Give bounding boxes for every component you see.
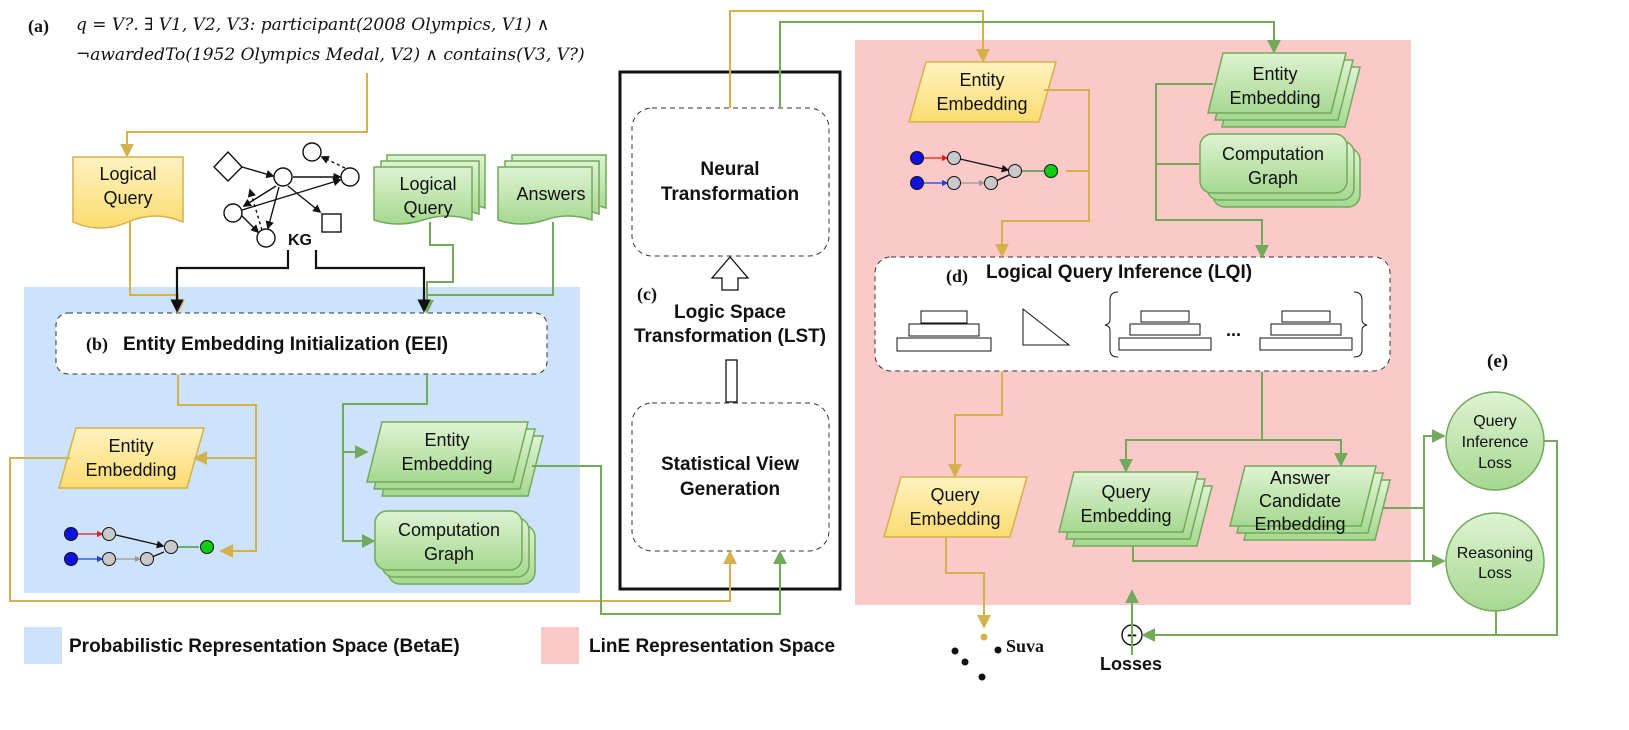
logical-query-yellow: Logical Query — [72, 156, 184, 229]
reasoning-loss: Reasoning Loss — [1445, 512, 1545, 612]
up-arrow-hollow — [710, 256, 750, 291]
legend-blue-swatch — [24, 627, 62, 664]
ee-green-left-l2: Embedding — [401, 454, 492, 474]
statistical-view-l2: Generation — [680, 479, 780, 500]
logical-query-green-l1: Logical — [399, 174, 456, 194]
ee-yellow-right-l2: Embedding — [936, 94, 1027, 114]
entity-embedding-green-right: Entity Embedding — [1207, 52, 1361, 128]
statistical-view-box — [631, 402, 830, 552]
ee-yellow-left-l2: Embedding — [85, 460, 176, 480]
qe-yellow-l1: Query — [930, 485, 979, 505]
losses-tag: (e) — [1487, 351, 1508, 372]
statistical-view-l1: Statistical View — [661, 454, 799, 475]
cg-green-right-l1: Computation — [1222, 144, 1324, 164]
ace-l2: Candidate — [1259, 491, 1341, 511]
query-inference-loss: Query Inference Loss — [1445, 391, 1545, 491]
kg-connectors — [170, 250, 431, 313]
ace-l3: Embedding — [1254, 514, 1345, 534]
cg-green-right-l2: Graph — [1248, 168, 1298, 188]
yellow-connectors — [9, 10, 1090, 629]
qil-l2: Inference — [1462, 434, 1529, 451]
ace-l1: Answer — [1270, 468, 1330, 488]
ee-green-left-l1: Entity — [424, 430, 469, 450]
cg-green-left-l2: Graph — [424, 544, 474, 564]
ee-green-right-l2: Embedding — [1229, 88, 1320, 108]
legend: Probabilistic Representation Space (Beta… — [24, 627, 835, 664]
lqi-ellipsis: ... — [1226, 320, 1241, 340]
logical-query-yellow-l2: Query — [103, 188, 152, 208]
query-line-1: q = V?. ∃ V1, V2, V3: participant(2008 O… — [76, 15, 549, 35]
rl-l1: Reasoning — [1457, 545, 1534, 562]
logical-query-green: Logical Query — [373, 154, 486, 225]
kg-graph — [213, 142, 360, 248]
query-tag: (a) — [28, 16, 49, 37]
neural-transformation-l1: Neural — [700, 159, 759, 180]
eei-label: Entity Embedding Initialization (EEI) — [123, 334, 448, 355]
cg-green-left-l1: Computation — [398, 520, 500, 540]
lqi-label: Logical Query Inference (LQI) — [986, 262, 1252, 283]
answers-doc: Answers — [497, 154, 607, 225]
losses-label: Losses — [1100, 654, 1162, 674]
query-embedding-green: Query Embedding — [1058, 471, 1213, 547]
query-embedding-yellow: Query Embedding — [883, 476, 1028, 538]
ee-yellow-left-l1: Entity — [108, 436, 153, 456]
rl-l2: Loss — [1478, 565, 1512, 582]
lst-label-l1: Logic Space — [674, 302, 786, 323]
entity-embedding-yellow-right: Entity Embedding — [908, 61, 1057, 123]
lst-tag: (c) — [637, 284, 657, 305]
eei-box — [55, 312, 548, 375]
answer-points — [951, 633, 1002, 681]
qil-l1: Query — [1473, 413, 1517, 430]
answer-candidate-embedding: Answer Candidate Embedding — [1229, 465, 1391, 541]
eei-tag: (b) — [86, 334, 108, 355]
green-connectors — [342, 21, 1558, 655]
neural-transformation-l2: Transformation — [661, 184, 799, 205]
neural-transformation-box — [631, 107, 830, 257]
qe-green-l2: Embedding — [1080, 506, 1171, 526]
computation-graph-left — [64, 527, 214, 566]
qe-green-l1: Query — [1101, 482, 1150, 502]
lqi-tag: (d) — [946, 266, 968, 287]
computation-graph-right — [910, 151, 1058, 190]
ee-green-right-l1: Entity — [1252, 64, 1297, 84]
kg-diamond — [213, 150, 243, 182]
kg-label: KG — [288, 232, 312, 249]
query-formula: (a) q = V?. ∃ V1, V2, V3: participant(20… — [28, 15, 585, 65]
qe-yellow-l2: Embedding — [909, 509, 1000, 529]
lst-label-l2: Transformation (LST) — [634, 326, 826, 347]
qil-l3: Loss — [1478, 455, 1512, 472]
answers-label: Answers — [516, 184, 585, 204]
entity-embedding-yellow-left: Entity Embedding — [58, 427, 205, 489]
logical-query-green-l2: Query — [403, 198, 452, 218]
query-line-2: ¬awardedTo(1952 Olympics Medal, V2) ∧ co… — [76, 45, 585, 65]
ee-yellow-right-l1: Entity — [959, 70, 1004, 90]
legend-blue-label: Probabilistic Representation Space (Beta… — [69, 636, 460, 657]
legend-pink-swatch — [541, 627, 579, 664]
entity-embedding-green-left: Entity Embedding — [366, 421, 544, 497]
logical-query-yellow-l1: Logical — [99, 164, 156, 184]
suva-label: Suva — [1006, 636, 1044, 656]
legend-pink-label: LinE Representation Space — [589, 636, 835, 657]
computation-graph-green-right: Computation Graph — [1199, 133, 1361, 208]
connector-bar — [725, 359, 738, 403]
lqi-icons — [896, 291, 1368, 358]
computation-graph-green-left: Computation Graph — [374, 510, 536, 585]
